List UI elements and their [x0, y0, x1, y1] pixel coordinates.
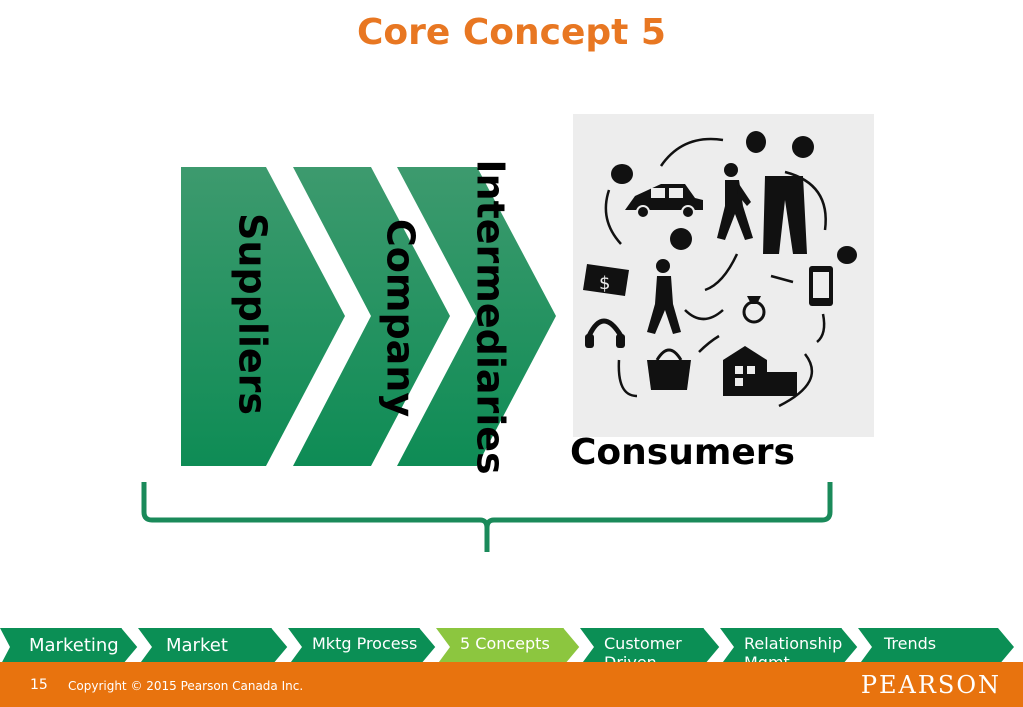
pearson-logo: PEARSON [860, 671, 1001, 699]
nav-label-trends: Trends [884, 634, 937, 653]
page-number: 15 [30, 677, 48, 693]
car-icon [625, 184, 703, 219]
coin-icon [837, 246, 857, 264]
suppliers-label: Suppliers [231, 213, 275, 415]
ring-icon [742, 296, 766, 324]
section-nav-bar: Marketing Market Mktg Process 5 Concepts… [0, 628, 1023, 672]
person-icon [647, 259, 681, 334]
coin-icon [792, 136, 814, 158]
intermediaries-chevron [397, 167, 556, 466]
nav-label-marketing: Marketing [29, 635, 119, 656]
footer-bar: 15 Copyright © 2015 Pearson Canada Inc. … [0, 662, 1023, 707]
arrow-icons [604, 137, 827, 408]
house-icon [723, 346, 797, 396]
coin-icon [670, 228, 692, 250]
value-chain-diagram: Suppliers Company Intermediaries [141, 159, 833, 552]
handbag-icon [647, 348, 691, 390]
nav-label-5-concepts: 5 Concepts [460, 634, 550, 653]
nav-tab-5-concepts[interactable] [436, 628, 580, 666]
slide-title: Core Concept 5 [357, 12, 666, 53]
copyright-text: Copyright © 2015 Pearson Canada Inc. [68, 679, 304, 693]
nav-tab-customer-driven[interactable] [580, 628, 720, 666]
person-icon [717, 163, 753, 240]
grouping-bracket [141, 482, 833, 552]
nav-tab-marketing[interactable] [0, 628, 138, 666]
company-label: Company [379, 219, 423, 417]
coin-icon [611, 164, 633, 184]
nav-label-market: Market [166, 635, 228, 656]
phone-icon [809, 266, 833, 306]
nav-tab-market[interactable] [138, 628, 288, 666]
nav-label-mktg-process: Mktg Process [312, 634, 418, 653]
nav-tab-relationship-mgmt[interactable] [720, 628, 858, 666]
coin-icon [746, 131, 766, 153]
money-icon: $ [583, 264, 629, 296]
company-chevron [293, 167, 450, 466]
nav-tab-mktg-process[interactable] [288, 628, 436, 666]
pants-icon [763, 176, 807, 254]
headphones-icon [585, 318, 625, 348]
suppliers-chevron [181, 167, 345, 466]
nav-tab-trends[interactable] [858, 628, 1014, 666]
consumers-illustration: $ [573, 114, 874, 437]
consumers-label: Consumers [570, 432, 795, 473]
intermediaries-label: Intermediaries [469, 159, 513, 474]
svg-text:$: $ [599, 273, 610, 294]
